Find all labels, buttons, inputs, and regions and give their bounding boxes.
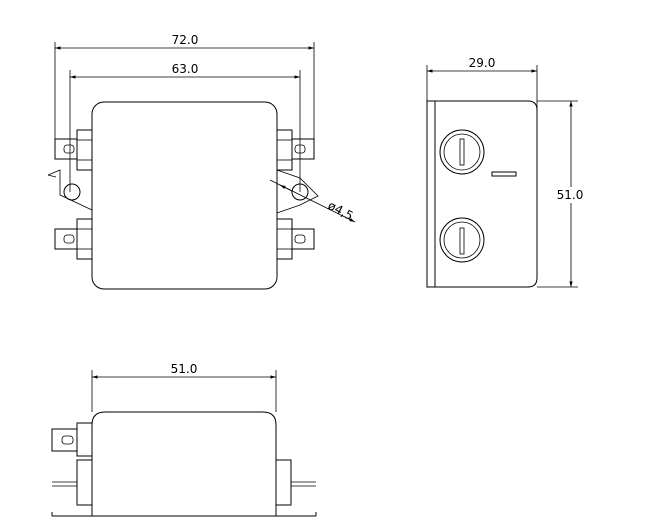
dim-label-63: 63.0: [172, 62, 199, 76]
ground-slot: [491, 171, 517, 177]
dim-label-51-horizontal: 51.0: [171, 362, 198, 376]
terminal-left-top: [54, 129, 93, 171]
dim-label-hole: ø4,5: [326, 198, 356, 223]
terminal-left-bottom: [54, 218, 93, 260]
side-view: 29.0 51.0: [426, 56, 588, 288]
side-body: [435, 100, 538, 288]
bottom-view: 51.0: [51, 362, 317, 517]
front-view: 72.0 63.0 ø4,5: [47, 33, 356, 290]
left-mount-hole: [63, 183, 81, 201]
dim-label-51-vertical: 51.0: [557, 188, 584, 202]
left-flange: [47, 169, 93, 211]
terminal-right-bottom: [276, 218, 315, 260]
socket-bottom: [439, 217, 485, 263]
side-flange: [426, 100, 436, 288]
socket-top: [439, 129, 485, 175]
dim-label-29: 29.0: [469, 56, 496, 70]
dim-label-72: 72.0: [172, 33, 199, 47]
bottom-body: [91, 411, 277, 516]
right-flange: [276, 169, 319, 214]
terminal-right-top: [276, 129, 315, 171]
front-body: [91, 101, 278, 290]
